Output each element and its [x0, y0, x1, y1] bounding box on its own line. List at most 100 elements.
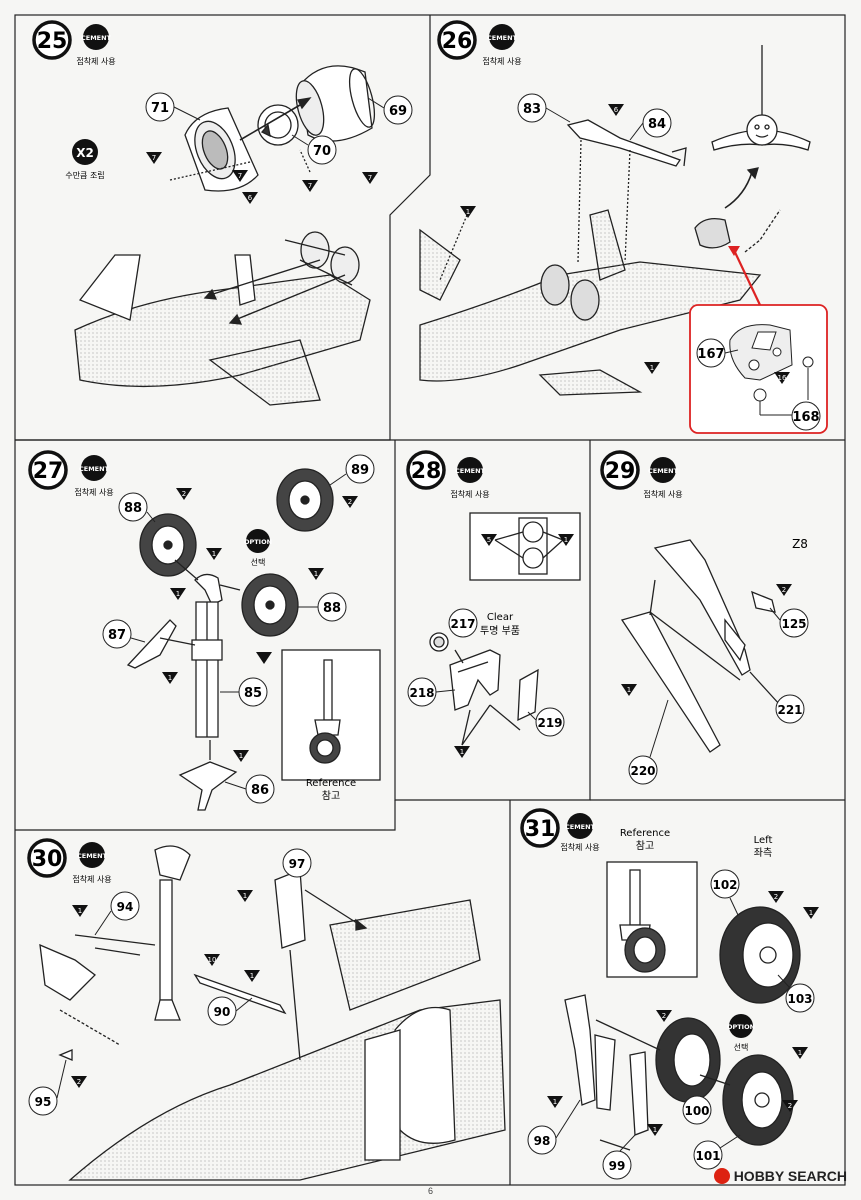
svg-text:31: 31	[525, 817, 556, 842]
svg-text:16: 16	[778, 374, 787, 382]
svg-text:접착제 사용: 접착제 사용	[76, 56, 115, 66]
svg-text:86: 86	[251, 783, 269, 798]
cement-icon-26: CEMENT 접착제 사용	[482, 24, 522, 66]
svg-text:7: 7	[368, 174, 372, 182]
svg-text:OPTION: OPTION	[727, 1023, 755, 1031]
svg-text:접착제 사용: 접착제 사용	[72, 874, 111, 884]
svg-text:1: 1	[239, 752, 243, 760]
step-31-drawing	[564, 861, 801, 1151]
step-28-clear-label: Clear 투명 부품	[480, 612, 520, 637]
svg-text:수만큼 조립: 수만큼 조립	[65, 171, 104, 180]
step-numbers: 25 26 27 28 29 30 31	[27, 20, 640, 878]
svg-text:참고: 참고	[636, 840, 654, 852]
step-30-drawing	[39, 845, 506, 1181]
svg-text:OPTION: OPTION	[244, 538, 272, 546]
svg-text:1: 1	[627, 686, 631, 694]
step-26-badge: 26	[437, 20, 477, 60]
step-29-drawing	[620, 539, 781, 753]
step-25-badge: 25	[32, 20, 72, 60]
svg-text:2: 2	[662, 1012, 666, 1020]
svg-text:102: 102	[712, 878, 737, 892]
svg-text:CEMENT: CEMENT	[77, 852, 108, 860]
svg-text:217: 217	[450, 617, 475, 631]
watermark-text: HOBBY SEARCH	[733, 1168, 847, 1184]
svg-text:69: 69	[389, 104, 407, 119]
svg-text:1: 1	[168, 674, 172, 682]
step-29-badge: 29	[600, 450, 640, 490]
step-28-sprue-markers: 5 1 1	[454, 534, 574, 758]
step-29-sprue-markers: 2 1	[621, 584, 792, 696]
step-31-badge: 31	[520, 808, 560, 848]
svg-text:88: 88	[124, 501, 142, 516]
svg-text:30: 30	[32, 847, 63, 872]
step-27-reference-label: Reference 참고	[306, 778, 356, 802]
cement-icons: CEMENT 접착제 사용 CEMENT 접착제 사용 CEMENT 접착제 사용 C…	[65, 24, 755, 1052]
svg-text:221: 221	[777, 703, 802, 717]
step-28-drawing	[429, 512, 581, 746]
step-26-detail-callout	[689, 246, 828, 434]
svg-text:접착제 사용: 접착제 사용	[482, 56, 521, 66]
svg-text:85: 85	[244, 686, 262, 701]
svg-text:2: 2	[77, 1078, 81, 1086]
step-29-part-labels: 125 221 220	[628, 607, 809, 785]
svg-text:1: 1	[250, 972, 254, 980]
svg-text:1: 1	[314, 570, 318, 578]
step-25-drawing	[74, 65, 376, 406]
step-31-part-labels: 102 103 100 98 99 101	[527, 869, 815, 1180]
svg-text:참고: 참고	[322, 790, 340, 802]
svg-text:Reference: Reference	[306, 778, 356, 789]
step-30-part-labels: 97 94 90 95	[28, 848, 312, 1116]
svg-text:83: 83	[523, 102, 541, 117]
svg-text:2: 2	[788, 1102, 792, 1110]
svg-text:접착제 사용: 접착제 사용	[643, 489, 682, 499]
watermark-logo-icon	[713, 1168, 730, 1184]
svg-text:218: 218	[409, 686, 434, 700]
svg-text:1: 1	[460, 748, 464, 756]
svg-text:101: 101	[695, 1149, 720, 1163]
step-27-part-labels: 89 88 88 87 85 86	[102, 454, 375, 804]
svg-text:97: 97	[289, 857, 306, 871]
svg-text:1: 1	[798, 1049, 802, 1057]
svg-text:1: 1	[809, 909, 813, 917]
svg-text:Clear: Clear	[487, 612, 514, 623]
step-31-text-labels: Reference 참고 Left 좌측	[620, 828, 773, 859]
step-28-part-labels: 217 218 219	[407, 608, 565, 737]
svg-text:2: 2	[348, 498, 352, 506]
svg-text:Z8: Z8	[792, 537, 808, 551]
svg-text:167: 167	[697, 347, 724, 362]
panel-borders	[14, 14, 846, 1186]
svg-text:접착제 사용: 접착제 사용	[560, 842, 599, 852]
svg-text:10: 10	[208, 956, 217, 964]
svg-text:94: 94	[117, 900, 134, 914]
svg-text:2: 2	[782, 586, 786, 594]
svg-text:CEMENT: CEMENT	[455, 467, 486, 475]
svg-text:1: 1	[650, 364, 654, 372]
svg-text:26: 26	[442, 29, 473, 54]
svg-text:95: 95	[35, 1095, 52, 1109]
svg-text:CEMENT: CEMENT	[81, 34, 112, 42]
svg-text:25: 25	[37, 29, 68, 54]
cement-icon-25: CEMENT 접착제 사용	[76, 24, 116, 66]
svg-text:Left: Left	[754, 835, 773, 846]
svg-text:100: 100	[684, 1104, 709, 1118]
svg-text:선택: 선택	[251, 557, 266, 567]
step-25-sprue-markers: 7 7 7 7 6	[146, 152, 378, 204]
svg-text:좌측: 좌측	[754, 847, 772, 859]
step-27-badge: 27	[28, 450, 68, 490]
svg-text:1: 1	[176, 590, 180, 598]
svg-text:28: 28	[411, 459, 442, 484]
cement-icon-30: CEMENT 접착제 사용	[72, 842, 112, 884]
svg-text:88: 88	[323, 601, 341, 616]
svg-text:1: 1	[553, 1098, 557, 1106]
step-30-sprue-markers: 1 1 10 1 2	[71, 890, 260, 1088]
option-icon-27: OPTION 선택	[244, 529, 272, 567]
step-27-drawing	[126, 468, 381, 811]
svg-text:168: 168	[792, 410, 819, 425]
svg-text:CEMENT: CEMENT	[487, 34, 518, 42]
